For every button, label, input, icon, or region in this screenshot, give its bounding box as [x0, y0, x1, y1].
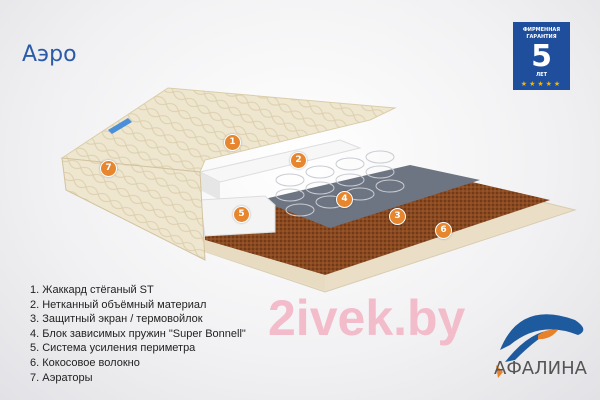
badge-unit: ЛЕТ [536, 72, 547, 78]
coconut-layer [205, 170, 550, 275]
badge-years: 5 [531, 39, 552, 74]
marker-6: 6 [435, 222, 452, 239]
legend-item: 1. Жаккард стёганый ST [30, 284, 154, 296]
legend-item: 6. Кокосовое волокно [30, 356, 140, 369]
badge-line2: ГАРАНТИЯ [526, 34, 557, 40]
badge-line1: ФИРМЕННАЯ [522, 27, 561, 33]
product-title: Аэро [22, 42, 77, 67]
legend-item: 2. Нетканный объёмный материал [30, 298, 207, 311]
label-tag [108, 118, 132, 134]
marker-1: 1 [224, 134, 241, 151]
layer-legend: 1. Жаккард стёганый ST 2. Нетканный объё… [30, 283, 246, 385]
spring-block [275, 150, 405, 217]
legend-item: 4. Блок зависимых пружин "Super Bonnell" [30, 327, 246, 340]
legend-item: 3. Защитный экран / термовойлок [30, 313, 203, 326]
marker-4: 4 [336, 191, 353, 208]
brand-logo-text: АФАЛИНА [494, 358, 587, 379]
marker-3: 3 [389, 208, 406, 225]
star-icons: ★★★★★ [520, 80, 563, 88]
marker-5: 5 [233, 206, 250, 223]
legend-item: 7. Аэраторы [30, 371, 93, 384]
legend-item: 5. Система усиления периметра [30, 342, 196, 355]
marker-7: 7 [100, 160, 117, 177]
felt-layer [260, 165, 480, 228]
marker-2: 2 [290, 152, 307, 169]
mattress-side [61, 157, 206, 261]
dolphin-logo-icon [496, 314, 584, 378]
